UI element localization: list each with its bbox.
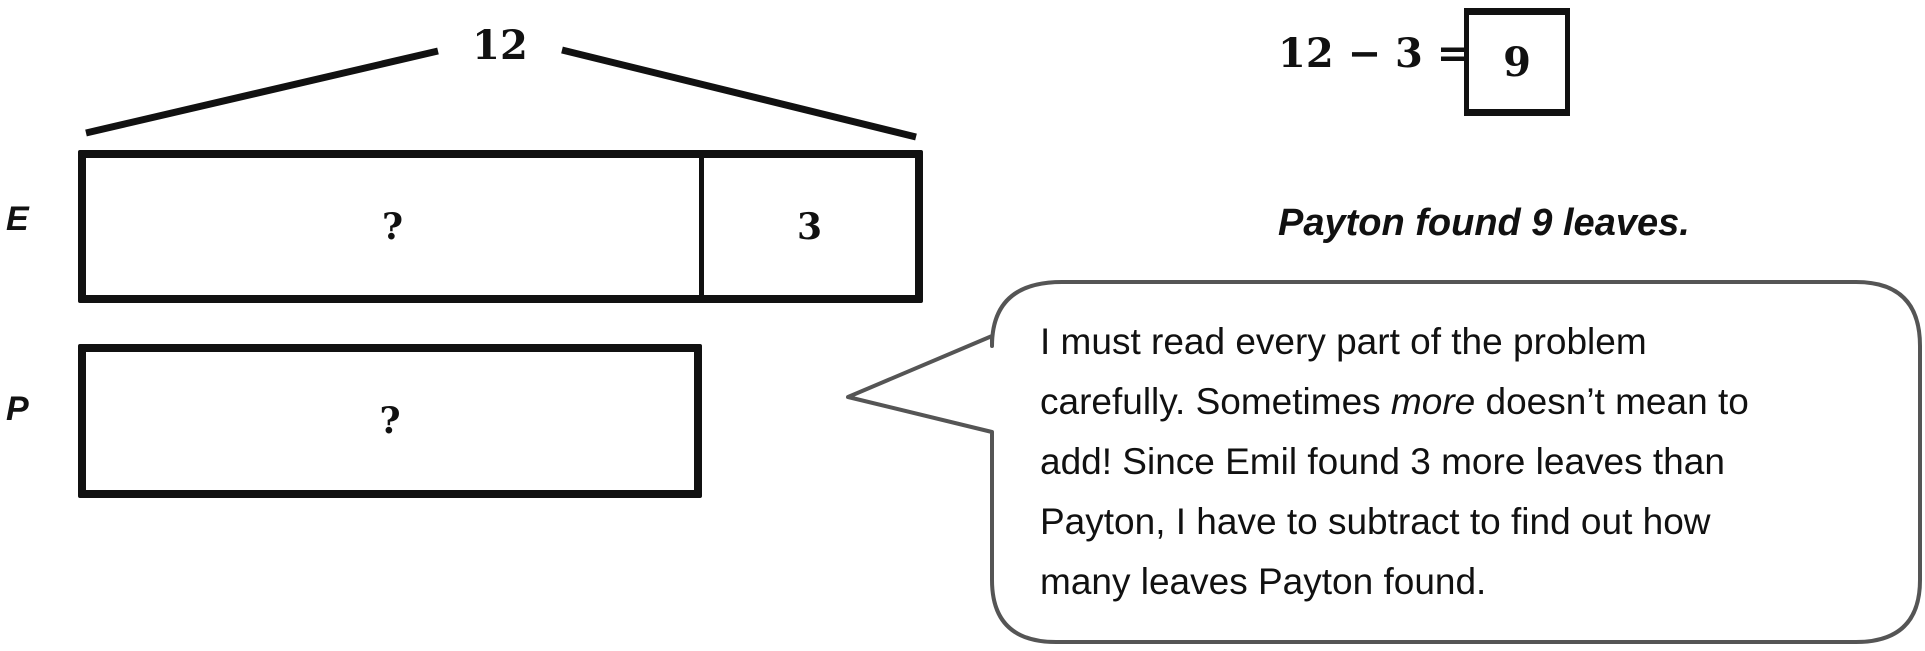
speech-bubble-outline [846,280,1922,644]
total-bracket [85,46,917,141]
tape-bar-emil: ? 3 [78,150,923,303]
bubble-line: I must read every part of the problem [1040,321,1647,362]
bubble-line: Payton, I have to subtract to find out h… [1040,501,1711,542]
bubble-text-span: carefully. Sometimes [1040,381,1391,422]
row-label-payton: P [6,390,29,428]
speech-bubble-text: I must read every part of the problem ca… [1040,312,1900,612]
answer-value: 9 [1503,38,1531,86]
bubble-text-span: doesn’t mean to [1475,381,1749,422]
solution-statement: Payton found 9 leaves. [1278,202,1690,244]
bubble-emphasis: more [1390,381,1476,422]
tape-segment-difference: 3 [796,205,823,248]
tape-segment-unknown: ? [379,400,401,442]
bubble-line: many leaves Payton found. [1040,561,1487,602]
segment-divider [699,158,704,295]
bubble-line: add! Since Emil found 3 more leaves than [1040,441,1725,482]
equation-expression: 12 − 3 = [1278,30,1471,77]
row-label-emil: E [6,200,29,238]
answer-box: 9 [1464,8,1570,116]
bubble-line: carefully. Sometimes more doesn’t mean t… [1040,372,1900,432]
tape-bar-payton: ? [78,344,702,498]
total-label: 12 [472,22,528,69]
tape-segment-unknown: ? [381,205,404,248]
